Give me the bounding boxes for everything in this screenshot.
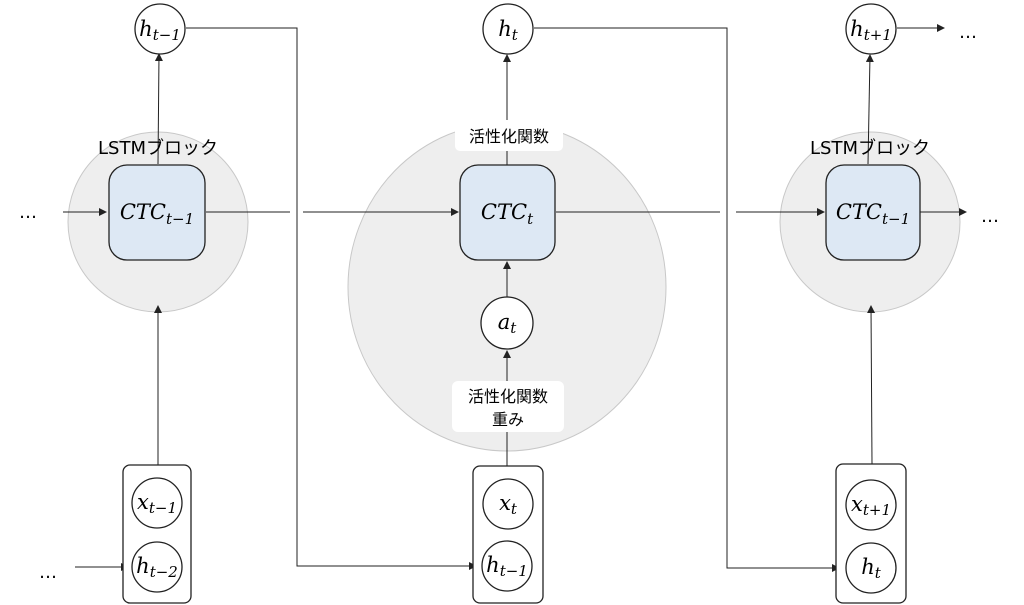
label-h-tm2: ht−2 — [136, 554, 178, 581]
node-h-next — [845, 3, 897, 55]
edge-hcur-to-hin-right — [534, 27, 840, 572]
node-h-cur — [482, 3, 534, 55]
activation-bottom-label: 活性化関数 — [468, 387, 548, 406]
node-x-cur — [482, 478, 534, 530]
label-x-prev: xt−1 — [137, 490, 177, 517]
node-h-prev — [134, 3, 186, 55]
edge-xnext-to-ctc-right — [867, 305, 876, 465]
weights-label: 重み — [492, 410, 524, 429]
node-h-in-right — [845, 542, 897, 594]
lstm-block-right-label: LSTMブロック — [810, 137, 930, 159]
label-ctc-right: CTCt−1 — [836, 200, 910, 228]
activation-bottom-box — [452, 381, 564, 432]
node-x-next — [845, 479, 897, 531]
ctc-block-mid — [459, 164, 556, 261]
ellipsis-left-mid: … — [19, 202, 37, 223]
node-h-tm2 — [131, 541, 183, 593]
label-x-next: xt+1 — [851, 492, 891, 519]
lstm-block-left-label: LSTMブロック — [98, 137, 218, 159]
node-x-prev — [131, 477, 183, 529]
ctc-block-right — [825, 164, 921, 261]
label-h-in-right: ht — [861, 555, 882, 582]
label-h-in-mid: ht−1 — [486, 553, 528, 580]
label-h-cur: ht — [498, 17, 519, 44]
label-x-cur: xt — [499, 491, 518, 518]
label-ctc-left: CTCt−1 — [120, 200, 194, 228]
ellipsis-right-mid: … — [981, 206, 999, 227]
ctc-block-left — [108, 164, 206, 261]
ellipsis-top-right: … — [959, 22, 977, 43]
label-h-prev: ht−1 — [139, 17, 181, 44]
activation-top-box — [455, 120, 563, 151]
edge-ctc-left-to-hprev — [154, 53, 163, 165]
label-a-t: at — [498, 310, 518, 337]
node-h-in-mid — [481, 540, 533, 592]
label-ctc-mid: CTCt — [481, 200, 534, 228]
label-h-next: ht+1 — [850, 17, 892, 44]
edge-ctc-right-to-hnext — [865, 54, 874, 165]
activation-top-label: 活性化関数 — [469, 127, 549, 146]
ellipsis-left-bottom: … — [39, 562, 57, 583]
edge-hprev-to-hin-mid — [186, 27, 477, 570]
node-a-t — [480, 296, 534, 350]
